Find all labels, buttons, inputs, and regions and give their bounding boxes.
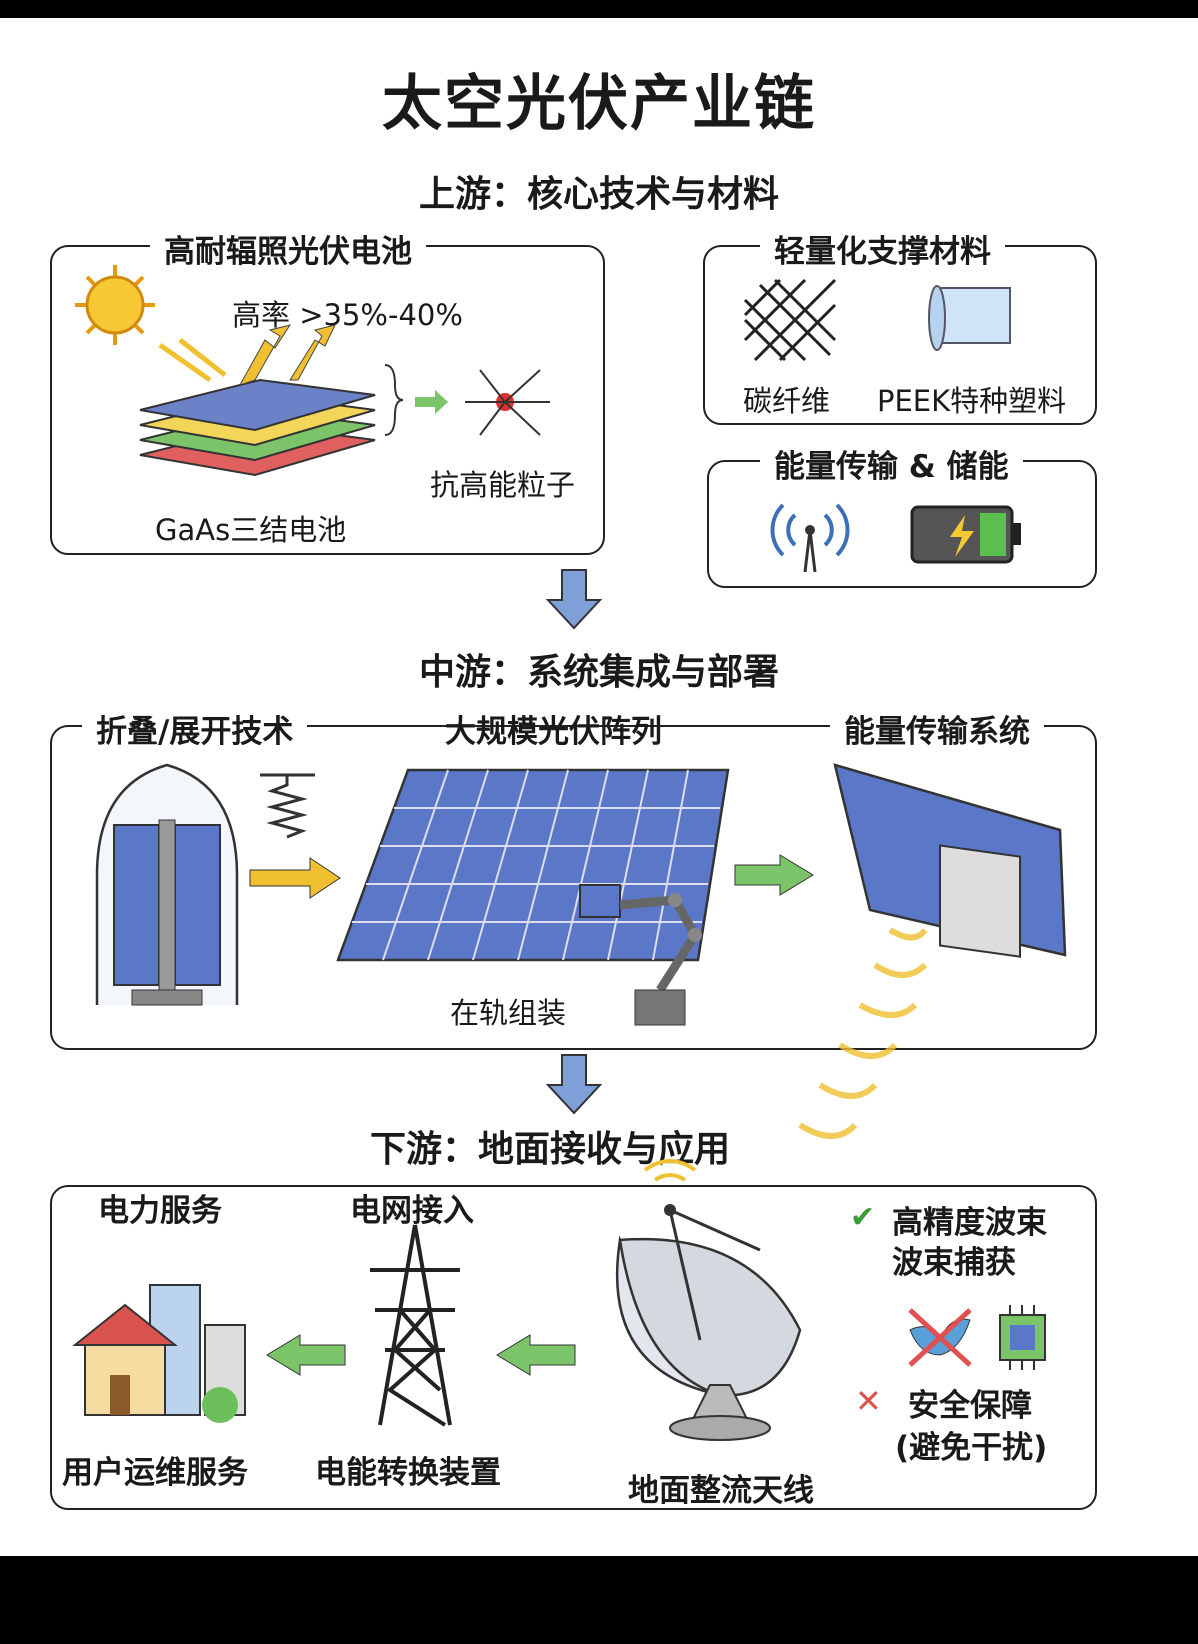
spring-deploy-icon (249, 773, 341, 899)
carbon-fiber-icon (743, 278, 837, 362)
city-icon (72, 1284, 246, 1423)
downstream-heading: 下游：地面接收与应用 (370, 1129, 731, 1170)
beam-text-2: 波束捕获 (892, 1245, 1016, 1281)
midstream-box (50, 725, 1097, 1050)
cross-icon: ✕ (855, 1382, 882, 1420)
solar-array-icon (336, 768, 730, 962)
robot-arm-icon (579, 884, 702, 1026)
material-carbon-fiber: 碳纤维 (743, 384, 831, 418)
converter-text: 电能转换装置 (315, 1455, 501, 1491)
array-label: 大规模光伏阵列 (445, 714, 662, 750)
gaas-cell-icon (139, 324, 376, 477)
efficiency-text: 高率 >35%-40% (232, 298, 463, 332)
down-arrow-icon-2 (545, 1054, 603, 1115)
energy-box-label: 能量传输 & 储能 (760, 441, 1023, 486)
bottom-bar (0, 1556, 1198, 1644)
power-service-label: 电力服务 (98, 1193, 222, 1229)
particle-icon (384, 364, 550, 436)
bird-crossed-icon (908, 1308, 972, 1367)
folding-label: 折叠/展开技术 (82, 706, 308, 751)
antenna-text: 地面整流天线 (628, 1473, 814, 1509)
security-text-1: 安全保障 (908, 1388, 1032, 1424)
battery-icon (910, 505, 1021, 564)
top-bar (0, 0, 1198, 18)
satellite-dish-icon (615, 1159, 802, 1441)
radiation-text: 抗高能粒子 (430, 468, 576, 502)
chip-icon (999, 1305, 1046, 1370)
midstream-heading: 中游：系统集成与部署 (418, 652, 779, 693)
downstream-box (50, 1185, 1097, 1510)
cell-box-label: 高耐辐照光伏电池 (150, 226, 426, 271)
assembly-text: 在轨组装 (450, 996, 567, 1030)
beam-text-1: 高精度波束 (892, 1205, 1047, 1241)
cell-type-text: GaAs三结电池 (155, 513, 347, 547)
security-text-2: (避免干扰) (895, 1430, 1048, 1466)
upstream-heading: 上游：核心技术与材料 (418, 174, 779, 215)
rocket-fairing-icon (95, 763, 239, 1006)
grid-label: 电网接入 (350, 1193, 474, 1229)
transmission-panel-icon (833, 763, 1067, 958)
left-arrow-icon (266, 1334, 346, 1376)
user-service-text: 用户运维服务 (62, 1455, 248, 1491)
sun-icon (75, 265, 155, 345)
page-title: 太空光伏产业链 (382, 69, 816, 139)
material-peek: PEEK特种塑料 (877, 384, 1067, 418)
wireless-icon (770, 503, 850, 573)
power-tower-icon (370, 1224, 460, 1427)
microwave-beam-icon (798, 927, 928, 1139)
materials-box-label: 轻量化支撑材料 (760, 226, 1005, 271)
left-arrow-icon-2 (496, 1334, 576, 1376)
transmission-label: 能量传输系统 (830, 706, 1044, 751)
down-arrow-icon (545, 569, 603, 630)
right-arrow-icon (734, 854, 814, 896)
peek-plastic-icon (928, 285, 1011, 351)
check-icon: ✔ (850, 1200, 876, 1235)
